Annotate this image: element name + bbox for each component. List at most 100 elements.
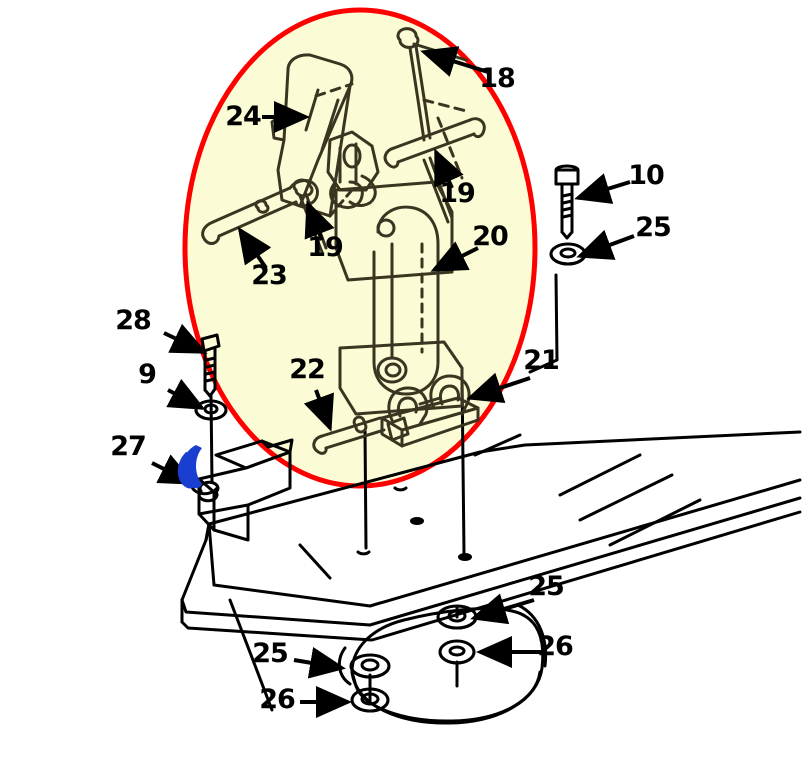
clevis-knuckle-bore: [342, 143, 362, 169]
plate-nut-upper-inner: [448, 645, 466, 657]
frame-rail-front-face: [180, 496, 802, 627]
rail-fold-4: [558, 453, 642, 497]
pivot-pin-collar: [352, 415, 368, 434]
plate-washer-upper-inner: [447, 609, 467, 623]
centerline-lever: [314, 82, 354, 98]
hanger-rod-c: [528, 273, 559, 374]
rail-fold-6: [608, 498, 702, 547]
hinge-bracket-base-right: [400, 406, 480, 448]
block-bracket-inner-edge: [212, 503, 250, 542]
leader-25a: [576, 229, 635, 260]
callout-label-25-plate-upper: 25: [528, 571, 564, 602]
leader-25c: [293, 646, 346, 679]
cotter-pin-right-head: [383, 146, 400, 169]
link-arm-upper-eye: [376, 218, 396, 238]
cotter-pin-left-eye: [292, 178, 314, 198]
rail-hole-1: [410, 517, 424, 525]
backing-plate-lower: [338, 340, 464, 416]
leader-18: [420, 46, 489, 77]
rail-fold-3: [473, 433, 522, 457]
callout-label-22: 22: [289, 354, 325, 385]
blue-cursor-marker-blob: [177, 452, 196, 489]
frame-rail-left-end: [180, 522, 216, 602]
leader-23: [237, 226, 272, 270]
rail-fold-1: [228, 598, 274, 712]
rail-slot-2: [393, 486, 408, 492]
plate-nut-lower-inner: [360, 692, 380, 706]
support-column-left: [204, 522, 211, 542]
cotter-pin-right-shank-top: [392, 118, 472, 150]
callout-label-27: 27: [110, 431, 146, 462]
rail-hole-2: [458, 553, 472, 561]
clevis-pin-shank-top: [211, 186, 292, 224]
callout-label-23: 23: [251, 260, 287, 291]
clevis-pin-shank-bot: [217, 200, 298, 238]
washer-right-inner: [559, 247, 577, 259]
cotter-pin-right-shank-bot: [396, 132, 476, 164]
leader-21: [466, 372, 531, 404]
callout-label-25-right: 25: [635, 212, 671, 243]
pivot-pin-head: [312, 434, 328, 455]
rail-fold-2: [298, 543, 332, 580]
plate-washer-lower-inner: [360, 658, 380, 672]
leader-25b: [470, 593, 535, 625]
block-bracket-slot: [190, 485, 218, 496]
callout-label-24: 24: [225, 101, 261, 132]
callout-label-21: 21: [523, 345, 559, 376]
callout-label-28: 28: [115, 305, 151, 336]
leader-9: [166, 378, 206, 410]
plate-nut-lower-thick: [350, 698, 390, 713]
callout-label-20: 20: [472, 221, 508, 252]
link-arm-outline: [372, 205, 440, 396]
base-plate-left-tab: [350, 670, 358, 688]
leader-20: [430, 241, 479, 272]
callout-label-10: 10: [628, 160, 664, 191]
clevis-pin-collar: [254, 199, 270, 214]
hinge-knuckle-left-inner: [396, 396, 418, 418]
hex-bolt-thread: [561, 192, 574, 219]
hinge-bracket-tab-left: [386, 416, 410, 442]
hinge-pin-through: [418, 396, 442, 406]
leader-19a: [434, 148, 464, 189]
base-plate-outline: [350, 607, 545, 725]
frame-rail-bottom-lip: [180, 510, 802, 642]
pivot-pin-shank-top: [320, 416, 382, 438]
bolt-left-thread: [204, 356, 217, 383]
hinge-knuckle-right-inner: [438, 384, 460, 406]
callout-label-9: 9: [138, 359, 156, 390]
leader-28: [163, 323, 208, 354]
callout-label-19-right: 19: [439, 178, 475, 209]
clevis-pin-head: [201, 220, 221, 245]
rail-fold-5: [578, 473, 674, 522]
cotter-pin-right-leg-a: [422, 158, 450, 224]
clevis-lower-ear-2: [348, 174, 377, 207]
hex-bolt-head-top: [554, 164, 580, 172]
link-arm-lower-eye-inner: [384, 362, 402, 378]
cotter-pin-18-eye: [396, 27, 420, 49]
pivot-pin-shank-bot: [324, 428, 386, 450]
leader-19b: [304, 200, 335, 241]
base-plate-arc-right: [516, 603, 548, 668]
link-arm-lower-eye: [376, 356, 408, 384]
hinge-knuckle-left-outer: [387, 386, 429, 426]
callout-label-26-plate-lower: 26: [259, 684, 295, 715]
block-bracket-hole: [197, 480, 220, 503]
clevis-knuckle-body: [326, 130, 380, 192]
stud-left: [209, 394, 214, 484]
callout-label-25-plate-lower: 25: [252, 638, 288, 669]
cotter-pin-18-leg-a: [408, 46, 426, 142]
hanger-rod-a: [363, 428, 368, 550]
callout-label-18: 18: [479, 63, 515, 94]
leader-22: [303, 389, 334, 432]
centerline-18: [422, 98, 472, 114]
block-bracket-riser: [260, 438, 294, 454]
washer-left-inner: [203, 403, 219, 415]
cotter-pin-18-leg-b: [414, 44, 432, 140]
leader-10: [574, 173, 631, 204]
cotter-pin-right-end: [468, 117, 486, 139]
hex-bolt-tip: [560, 230, 574, 240]
